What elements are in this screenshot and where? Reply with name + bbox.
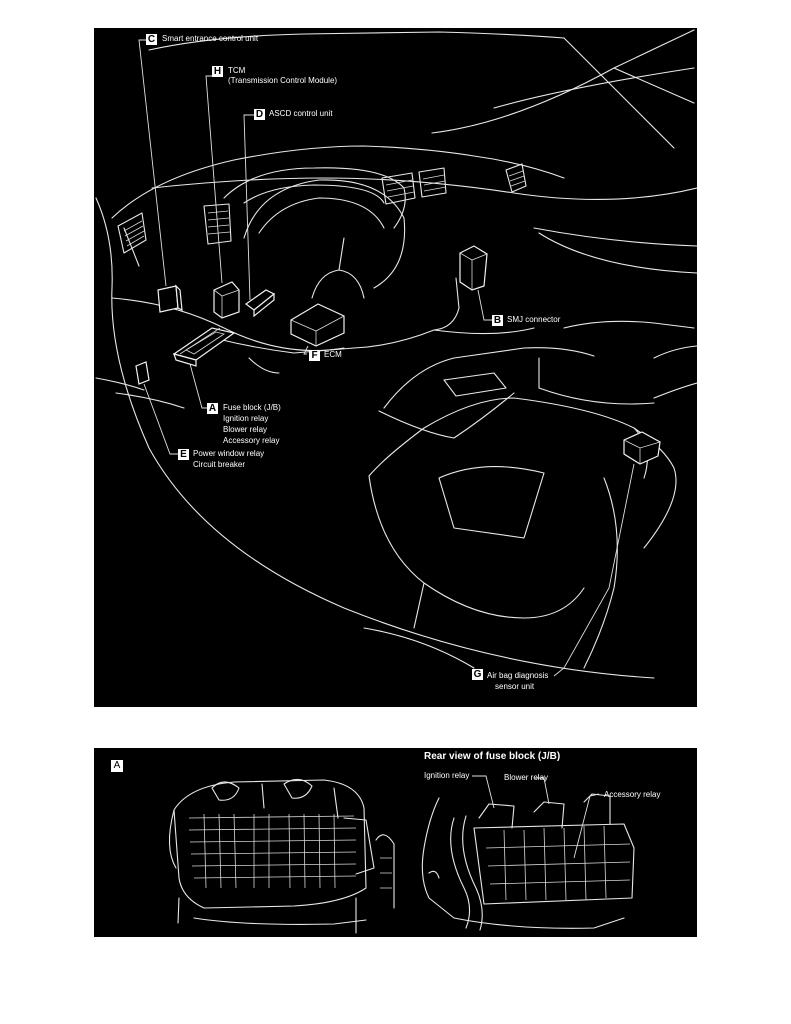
detail-badge-a: A xyxy=(111,760,123,772)
tcm-label: TCM xyxy=(228,66,246,75)
vehicle-interior-diagram: C Smart entrance control unit H TCM (Tra… xyxy=(94,28,697,707)
ecm-part xyxy=(290,303,345,347)
callout-badge-b: B xyxy=(492,315,503,326)
accessory-relay-label: Accessory relay xyxy=(223,436,280,445)
ascd-control-unit-label: ASCD control unit xyxy=(269,109,333,118)
rear-view-title: Rear view of fuse block (J/B) xyxy=(424,751,561,762)
rear-ignition-relay-label: Ignition relay xyxy=(424,771,470,780)
power-window-relay-label: Power window relay xyxy=(193,449,265,458)
callout-badge-f: F xyxy=(309,350,320,361)
callout-badge-c: C xyxy=(146,34,157,45)
fuse-block-label: Fuse block (J/B) xyxy=(223,403,281,412)
circuit-breaker-label: Circuit breaker xyxy=(193,460,246,469)
callout-badge-h: H xyxy=(212,66,223,77)
ecm-label: ECM xyxy=(324,350,342,359)
smj-connector-part xyxy=(459,245,488,291)
callout-badge-e: E xyxy=(178,449,189,460)
center-left-vent xyxy=(203,203,232,245)
sensor-unit-label: sensor unit xyxy=(495,682,535,691)
air-bag-sensor-part xyxy=(623,431,661,465)
air-bag-diagnosis-label: Air bag diagnosis xyxy=(487,671,549,680)
callout-badge-d: D xyxy=(254,109,265,120)
smj-connector-label: SMJ connector xyxy=(507,315,561,324)
fuse-block-front-view xyxy=(168,778,395,934)
center-vents xyxy=(381,167,447,205)
callout-badge-a: A xyxy=(207,403,218,414)
rear-accessory-relay-label: Accessory relay xyxy=(604,790,661,799)
tcm-sublabel: (Transmission Control Module) xyxy=(228,76,338,85)
fuse-block-part xyxy=(172,327,236,367)
ascd-control-unit-part xyxy=(244,289,276,318)
fuse-block-detail-diagram: A Rear view of fuse block (J/B) xyxy=(94,748,697,937)
smart-entrance-control-unit-part xyxy=(157,284,183,313)
left-vent xyxy=(117,212,147,254)
right-vent xyxy=(505,163,527,193)
ignition-relay-label: Ignition relay xyxy=(223,414,269,423)
fuse-block-rear-view xyxy=(421,793,635,931)
blower-relay-label: Blower relay xyxy=(223,425,268,434)
rear-blower-relay-label: Blower relay xyxy=(504,773,549,782)
smart-entrance-control-unit-label: Smart entrance control unit xyxy=(162,34,259,43)
fuse-block-line-drawing xyxy=(168,775,635,934)
tcm-part xyxy=(213,281,240,319)
power-window-relay-part xyxy=(135,361,150,385)
interior-line-drawing xyxy=(95,29,697,679)
callout-badge-g: G xyxy=(472,669,483,680)
